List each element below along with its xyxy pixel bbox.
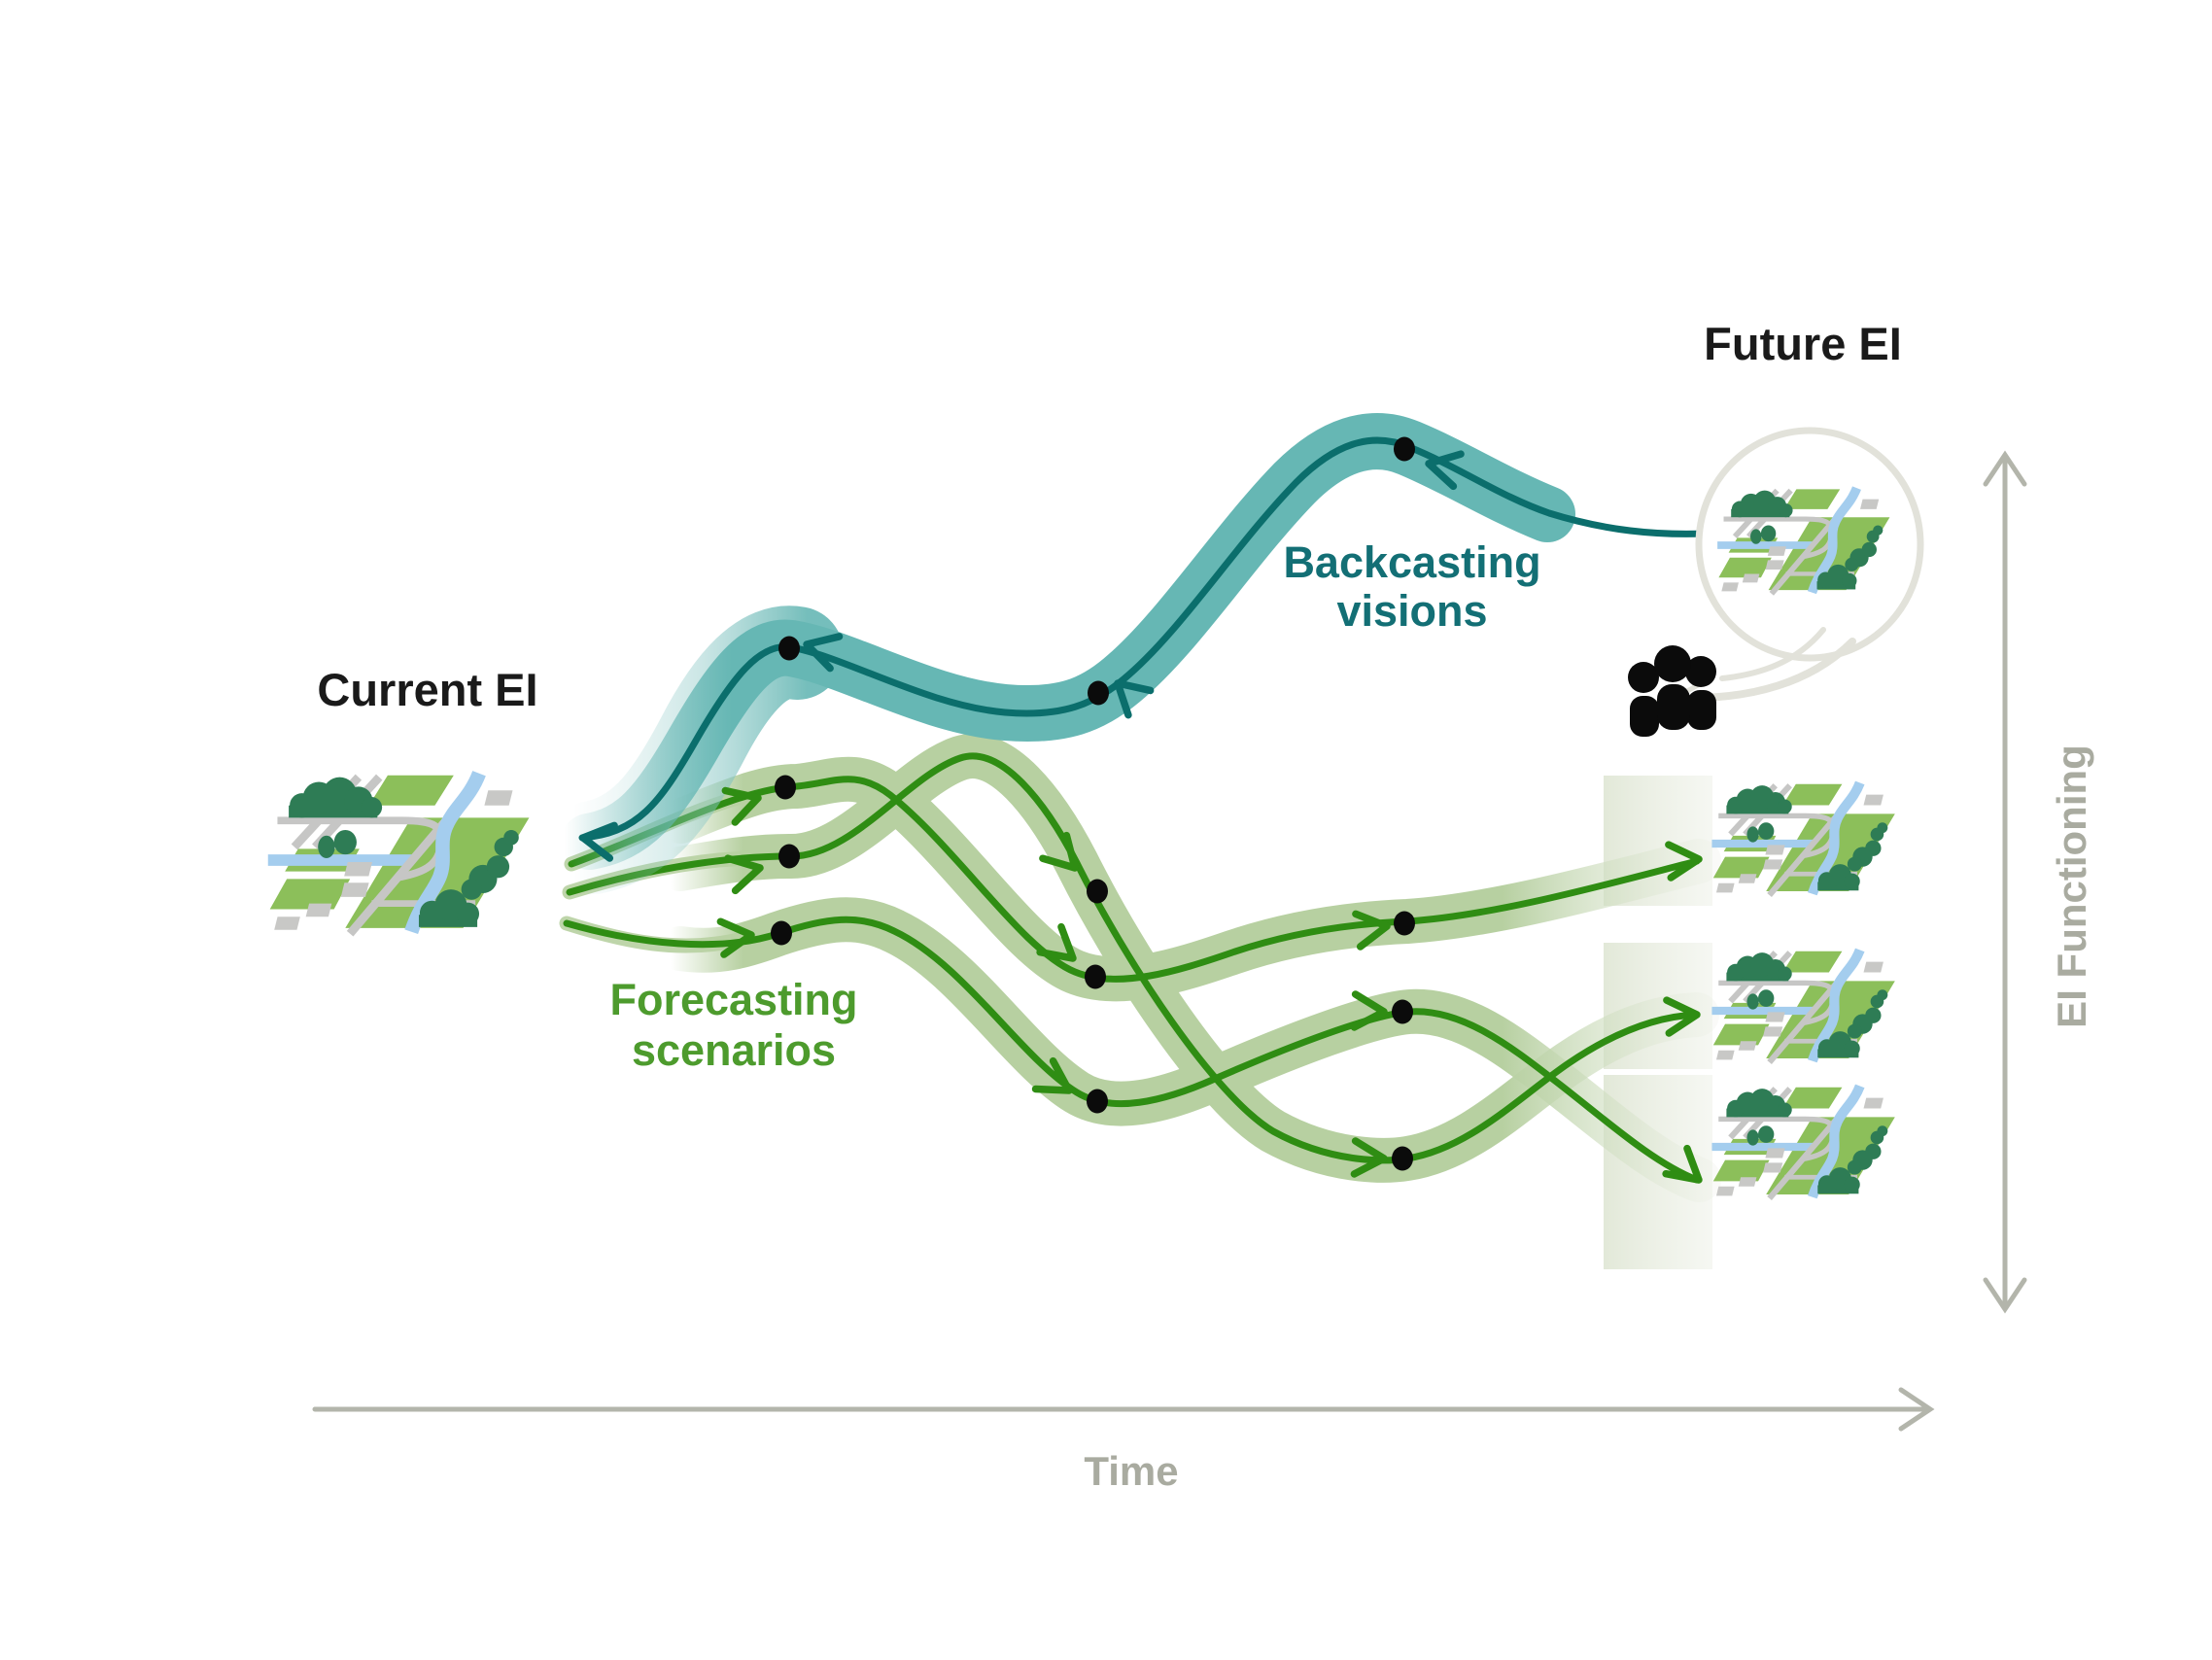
- flow-arrowhead: [1425, 450, 1465, 491]
- future-scenario-map-1: [1711, 782, 1894, 895]
- backcasting-ribbon: [546, 413, 1711, 894]
- decision-point-dot: [775, 775, 796, 800]
- backcasting-visions-label: Backcasting visions: [1283, 537, 1540, 636]
- flow-arrowhead: [579, 821, 618, 862]
- flow-arrowhead: [721, 786, 762, 826]
- decision-point-dot: [1394, 436, 1415, 462]
- ei-functioning-axis: [1983, 450, 2027, 1314]
- flow-arrowhead: [1350, 990, 1388, 1031]
- flow-arrowhead: [1352, 910, 1391, 951]
- flow-arrowhead: [1036, 922, 1077, 962]
- flow-arrowhead: [1039, 831, 1079, 872]
- time-axis-label: Time: [1084, 1448, 1178, 1494]
- flow-arrowhead: [1662, 1144, 1703, 1184]
- svg-text:Backcasting: Backcasting: [1283, 537, 1540, 587]
- time-axis: [312, 1387, 1935, 1432]
- future-ei-label: Future EI: [1704, 318, 1902, 369]
- flow-arrowhead: [716, 917, 755, 958]
- svg-text:visions: visions: [1336, 586, 1487, 636]
- time-axis-arrowhead: [1898, 1387, 1935, 1432]
- decision-point-dot: [1085, 964, 1106, 989]
- scenario-1-line: [568, 776, 1701, 983]
- ei-axis-up-arrowhead: [1983, 450, 2027, 487]
- decision-point-dot: [1392, 1146, 1413, 1171]
- future-scenario-map-3: [1711, 1086, 1894, 1198]
- decision-point-dot: [778, 636, 800, 661]
- backcasting-line: [578, 436, 1711, 842]
- decision-point-dot: [1087, 879, 1108, 904]
- dots-and-arrows-layer: [579, 436, 1703, 1184]
- decision-point-dot: [1392, 999, 1413, 1024]
- people-icon: [1628, 645, 1716, 737]
- flow-arrowhead: [1665, 841, 1703, 882]
- current-ei-map: [268, 774, 530, 934]
- decision-point-dot: [771, 920, 792, 946]
- ei-functioning-axis-label: EI Functioning: [2049, 744, 2094, 1028]
- ei-axis-down-arrowhead: [1983, 1277, 2027, 1314]
- future-scenario-map-2: [1711, 950, 1894, 1062]
- decision-point-dot: [778, 844, 800, 869]
- svg-text:Forecasting: Forecasting: [609, 975, 857, 1024]
- current-ei-label: Current EI: [317, 664, 537, 715]
- flow-arrowhead: [1031, 1056, 1073, 1094]
- forecasting-scenarios-label: Forecasting scenarios: [609, 975, 857, 1075]
- flow-arrowhead: [724, 854, 764, 895]
- flow-arrowhead: [803, 633, 844, 673]
- decision-point-dot: [1088, 680, 1109, 706]
- flow-arrowhead: [1114, 679, 1155, 719]
- decision-point-dot: [1394, 911, 1415, 936]
- decision-point-dot: [1087, 1089, 1108, 1114]
- flow-arrowhead: [1663, 996, 1701, 1037]
- svg-text:scenarios: scenarios: [632, 1025, 836, 1075]
- flow-arrowhead: [1350, 1137, 1388, 1178]
